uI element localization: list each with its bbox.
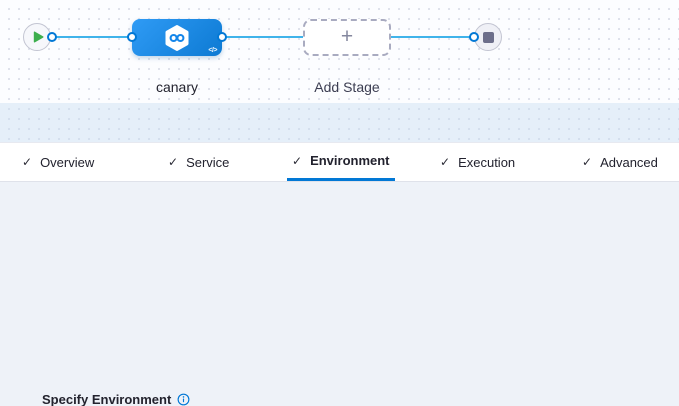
- plus-icon: +: [340, 25, 354, 48]
- check-icon: ✓: [168, 155, 179, 169]
- tab-service[interactable]: ✓ Service: [168, 143, 229, 181]
- connector-port: [217, 32, 227, 42]
- tab-label: Environment: [310, 153, 390, 168]
- code-toggle-icon[interactable]: </>: [208, 47, 217, 54]
- check-icon: ✓: [292, 153, 303, 168]
- stage-node-canary[interactable]: </>: [132, 19, 222, 56]
- tab-overview[interactable]: ✓ Overview: [22, 143, 94, 181]
- tab-execution[interactable]: ✓ Execution: [440, 143, 515, 181]
- environment-panel: Specify Environment Σˣ Back Continue: [0, 182, 679, 406]
- connector-port: [47, 32, 57, 42]
- canary-stage-icon: [165, 24, 189, 51]
- stage-tabs: ✓ Overview ✓ Service ✓ Environment ✓ Exe…: [0, 142, 679, 182]
- canvas-bottom-band: [0, 103, 679, 142]
- edge-connector: [50, 36, 137, 38]
- tab-label: Service: [186, 154, 230, 170]
- edge-connector: [388, 36, 476, 38]
- stage-name-label: canary: [155, 79, 199, 95]
- check-icon: ✓: [582, 155, 593, 169]
- check-icon: ✓: [440, 155, 451, 169]
- play-icon: [33, 31, 43, 43]
- field-label-row: Specify Environment: [42, 392, 190, 406]
- stop-icon: [482, 31, 494, 43]
- info-icon[interactable]: [177, 393, 190, 406]
- add-stage-label: Add Stage: [314, 79, 380, 95]
- connector-port: [127, 32, 137, 42]
- add-stage-button[interactable]: +: [303, 19, 391, 56]
- pipeline-start-node[interactable]: [23, 23, 51, 51]
- pipeline-canvas: </> canary + Add Stage: [0, 0, 679, 142]
- tab-advanced[interactable]: ✓ Advanced: [582, 143, 658, 181]
- field-label: Specify Environment: [42, 392, 172, 406]
- connector-port: [469, 32, 479, 42]
- edge-connector: [220, 36, 305, 38]
- tab-label: Overview: [40, 154, 95, 170]
- tab-label: Advanced: [600, 154, 658, 170]
- tab-label: Execution: [458, 154, 516, 170]
- tab-environment[interactable]: ✓ Environment: [287, 143, 395, 181]
- check-icon: ✓: [22, 155, 33, 169]
